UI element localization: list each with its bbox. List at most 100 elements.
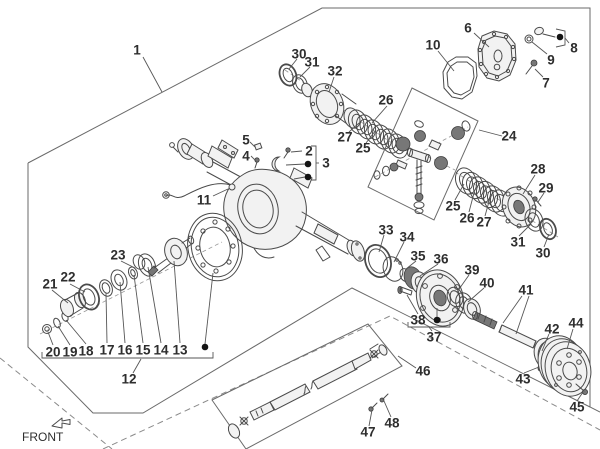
plug-washer — [524, 34, 534, 44]
spider-gear-kit — [367, 87, 479, 221]
callout-44: 44 — [568, 316, 584, 331]
callout-18: 18 — [78, 344, 94, 359]
reference-dot — [433, 316, 441, 324]
callout-12: 12 — [121, 372, 136, 387]
clutch-disc-stack-left — [347, 109, 409, 159]
callout-37: 37 — [426, 330, 441, 345]
callout-22: 22 — [60, 270, 75, 285]
boundary-region-main — [27, 7, 600, 414]
callout-2: 2 — [305, 144, 313, 159]
callout-4: 4 — [242, 149, 250, 164]
reference-dot — [201, 343, 209, 351]
callout-33: 33 — [378, 223, 394, 238]
callout-9: 9 — [547, 53, 555, 68]
callout-30T: 30 — [291, 47, 306, 62]
differential-case-assembly — [278, 63, 409, 159]
axle-housing — [162, 138, 366, 262]
callout-14: 14 — [153, 343, 169, 358]
front-indicator: FRONT — [22, 417, 71, 444]
callout-15: 15 — [135, 343, 151, 358]
callout-38: 38 — [410, 313, 426, 328]
callout-30R: 30 — [535, 246, 550, 261]
callout-31R: 31 — [510, 235, 526, 250]
callout-6: 6 — [464, 21, 472, 36]
reference-dots-layer — [201, 33, 564, 351]
pinion-nut — [42, 324, 52, 334]
boundary-dashed-region — [0, 315, 600, 449]
housing-small-hardware — [253, 142, 291, 172]
callout-34: 34 — [399, 230, 415, 245]
callout-17: 17 — [99, 343, 114, 358]
drain-plug — [534, 26, 544, 36]
callout-39: 39 — [464, 263, 479, 278]
pinion-seal — [78, 283, 100, 311]
callout-45: 45 — [569, 400, 585, 415]
callout-46: 46 — [415, 364, 431, 379]
cover-bolt — [530, 59, 538, 67]
diff-seal — [278, 63, 298, 87]
callout-13: 13 — [172, 343, 188, 358]
callout-16: 16 — [117, 343, 133, 358]
reference-dot — [304, 160, 312, 168]
callout-10: 10 — [425, 38, 440, 53]
reference-dot — [556, 33, 564, 41]
propshaft-tube-front — [312, 360, 358, 390]
o-ring — [364, 244, 392, 278]
diff-cover — [477, 30, 517, 82]
ring-gear — [187, 212, 243, 282]
callout-48: 48 — [384, 416, 400, 431]
snap-ring — [382, 256, 404, 282]
side-bearing — [524, 208, 544, 232]
wheel-hub — [415, 269, 465, 327]
side-seal — [539, 217, 557, 241]
callout-23: 23 — [110, 248, 126, 263]
callout-47: 47 — [360, 425, 375, 440]
callout-27R: 27 — [476, 215, 491, 230]
reference-dot — [304, 173, 312, 181]
callout-36: 36 — [433, 252, 449, 267]
cover-gasket — [442, 56, 478, 100]
propeller-shaft — [227, 343, 388, 439]
callout-5: 5 — [242, 133, 250, 148]
callout-19: 19 — [62, 345, 77, 360]
pinion-bearing-front — [110, 269, 128, 291]
callout-25L: 25 — [355, 141, 371, 156]
callout-3: 3 — [322, 156, 330, 171]
side-flange-assembly — [454, 167, 559, 241]
callout-1: 1 — [133, 43, 141, 58]
callout-8: 8 — [570, 41, 578, 56]
callout-43: 43 — [515, 372, 531, 387]
callout-31T: 31 — [304, 55, 320, 70]
callout-32: 32 — [327, 64, 342, 79]
front-arrow-icon — [51, 417, 71, 429]
callout-41: 41 — [518, 283, 534, 298]
propshaft-screws — [368, 393, 389, 412]
callout-40: 40 — [479, 276, 494, 291]
pinion-bearing-rear — [137, 253, 157, 277]
bracket-12 — [41, 352, 214, 359]
kit-24-box — [367, 87, 479, 221]
callout-35: 35 — [410, 249, 426, 264]
pinion-flange — [59, 298, 75, 318]
callout-20: 20 — [45, 345, 60, 360]
front-label: FRONT — [22, 430, 64, 444]
callout-42: 42 — [544, 322, 559, 337]
callout-25R: 25 — [445, 199, 461, 214]
callout-29: 29 — [538, 181, 553, 196]
propshaft-tube-rear — [269, 383, 311, 411]
pinion-shaft-parts — [39, 212, 243, 335]
hub-seal — [446, 286, 464, 308]
diff-cover-group — [442, 26, 570, 100]
brake-drum — [537, 335, 592, 397]
callout-24: 24 — [501, 129, 517, 144]
callout-7: 7 — [542, 76, 550, 91]
callout-11: 11 — [197, 193, 212, 208]
callout-27L: 27 — [337, 130, 352, 145]
callout-26L: 26 — [378, 93, 394, 108]
leader-lines — [41, 32, 584, 427]
axle-shaft-drum — [472, 311, 592, 397]
u-joint-cross-rear — [240, 417, 248, 425]
